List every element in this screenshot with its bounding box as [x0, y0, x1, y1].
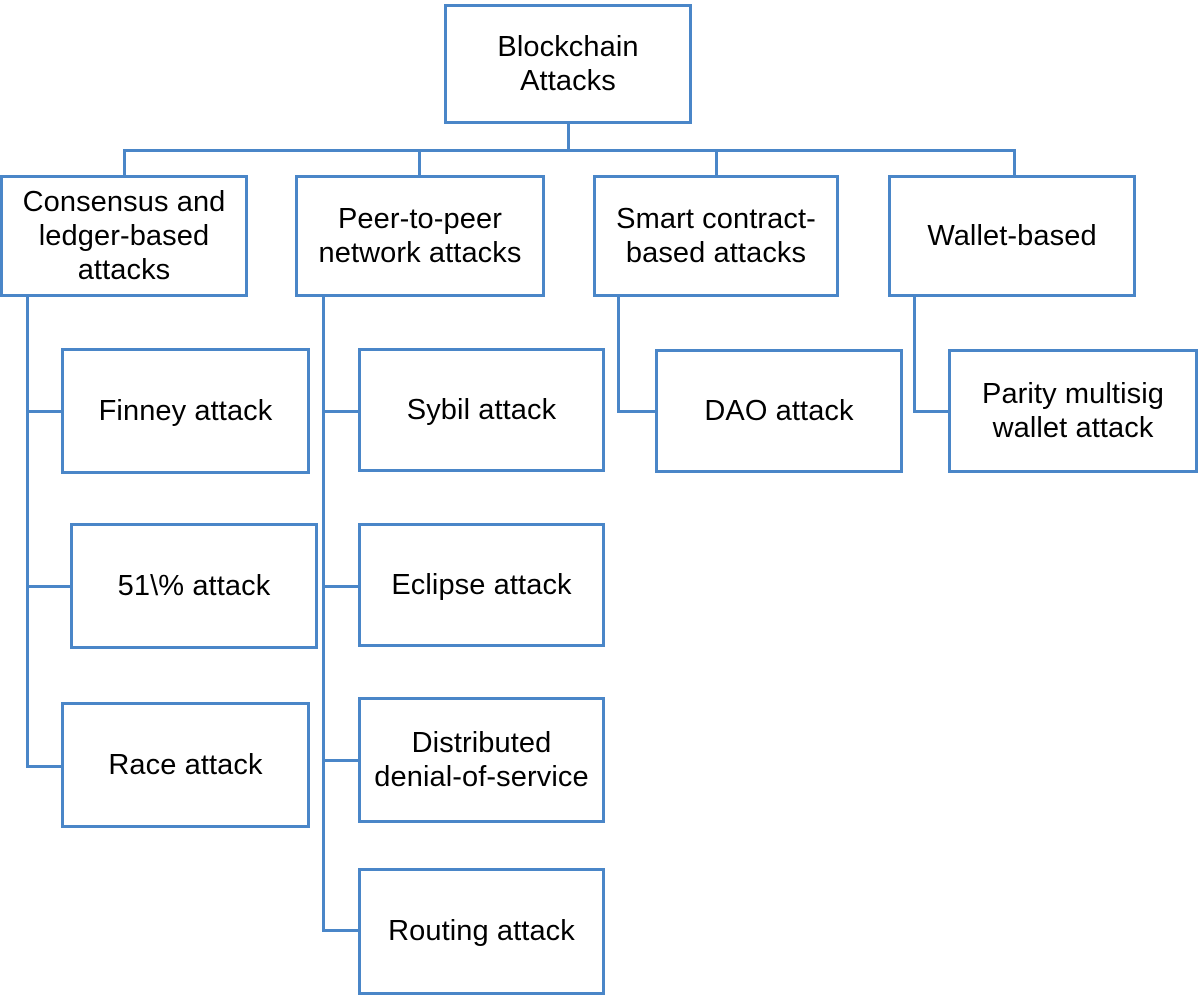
connector-drop-category-2 [418, 149, 421, 176]
node-label: Wallet-based [927, 219, 1097, 252]
node-label: Race attack [108, 748, 263, 781]
connector-branch-3-1 [617, 410, 657, 413]
node-label: 51\% attack [117, 569, 271, 602]
node-leaf-distributed-denial-of-service[interactable]: Distributed denial-of-service [358, 697, 605, 823]
node-leaf-parity-multisig-wallet-attack[interactable]: Parity multisig wallet attack [948, 349, 1198, 473]
node-leaf-routing-attack[interactable]: Routing attack [358, 868, 605, 995]
connector-branch-1-2 [26, 585, 72, 588]
node-label: Distributed denial-of-service [374, 726, 589, 793]
connector-branch-2-1 [322, 410, 360, 413]
connector-spine-category-3 [617, 294, 620, 413]
connector-spine-category-4 [913, 294, 916, 413]
node-root[interactable]: Blockchain Attacks [444, 4, 692, 124]
connector-branch-4-1 [913, 410, 951, 413]
node-leaf-eclipse-attack[interactable]: Eclipse attack [358, 523, 605, 647]
node-leaf-race-attack[interactable]: Race attack [61, 702, 310, 828]
node-category-consensus-and-ledger-based-attacks[interactable]: Consensus and ledger-based attacks [0, 175, 248, 297]
node-leaf-sybil-attack[interactable]: Sybil attack [358, 348, 605, 472]
node-label: Parity multisig wallet attack [982, 377, 1164, 444]
connector-drop-category-4 [1013, 149, 1016, 176]
node-label: Consensus and ledger-based attacks [22, 185, 226, 287]
node-label: Sybil attack [406, 393, 557, 426]
connector-root-stem [567, 123, 570, 152]
node-label: DAO attack [704, 394, 854, 427]
node-leaf-51-percent-attack[interactable]: 51\% attack [70, 523, 318, 649]
node-label: Routing attack [388, 915, 575, 948]
node-category-smart-contract-based-attacks[interactable]: Smart contract- based attacks [593, 175, 839, 297]
node-root-label: Blockchain Attacks [497, 30, 639, 97]
connector-branch-1-1 [26, 410, 63, 413]
node-category-peer-to-peer-network-attacks[interactable]: Peer-to-peer network attacks [295, 175, 545, 297]
connector-spine-category-1 [26, 294, 29, 768]
node-leaf-dao-attack[interactable]: DAO attack [655, 349, 903, 473]
connector-branch-2-3 [322, 759, 360, 762]
node-leaf-finney-attack[interactable]: Finney attack [61, 348, 310, 474]
connector-branch-1-3 [26, 765, 63, 768]
connector-level1-bus [123, 149, 1016, 152]
connector-branch-2-2 [322, 585, 360, 588]
node-label: Smart contract- based attacks [616, 202, 816, 269]
node-category-wallet-based[interactable]: Wallet-based [888, 175, 1136, 297]
node-label: Peer-to-peer network attacks [318, 202, 522, 269]
connector-spine-category-2 [322, 294, 325, 932]
node-label: Eclipse attack [391, 568, 572, 601]
connector-branch-2-4 [322, 929, 360, 932]
connector-drop-category-3 [715, 149, 718, 176]
node-label: Finney attack [98, 394, 273, 427]
connector-drop-category-1 [123, 149, 126, 176]
